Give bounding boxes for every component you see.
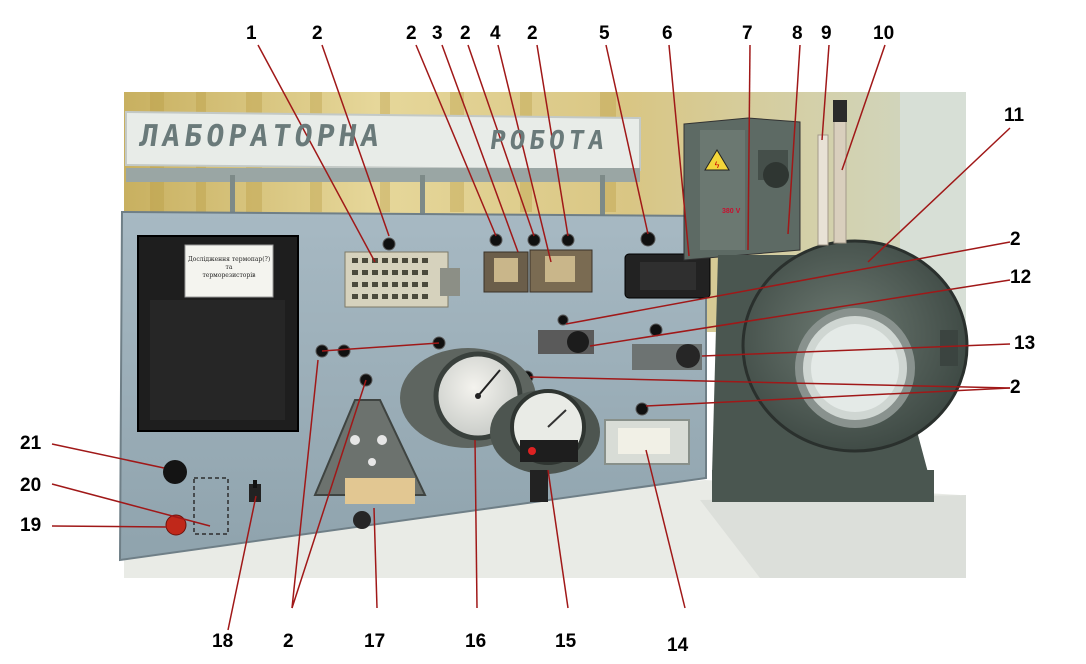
callout-3: 3 (432, 23, 443, 44)
card-line-1: Дослідження термопар(?) (187, 256, 271, 263)
callout-2-right-b: 2 (1010, 377, 1021, 398)
callout-7: 7 (742, 23, 753, 44)
callout-2-top-b: 2 (460, 23, 471, 44)
svg-text:ϟ: ϟ (715, 160, 720, 170)
dashed-box-20 (193, 477, 229, 535)
furnace-drum (712, 239, 969, 500)
callout-13: 13 (1014, 333, 1036, 354)
tubes-9-10 (817, 100, 847, 246)
callout-11: 11 (1004, 105, 1025, 126)
callout-9: 9 (821, 23, 832, 44)
callout-21: 21 (20, 433, 42, 454)
gauge-15 (490, 389, 600, 502)
recorder-card (184, 244, 274, 298)
button-21 (163, 460, 187, 484)
card-line-2: та (225, 263, 233, 271)
card-line-3: терморезисторів (202, 271, 256, 279)
callout-1: 1 (246, 23, 257, 44)
callout-17: 17 (364, 631, 386, 652)
callout-4: 4 (490, 23, 501, 44)
toggle-18 (249, 480, 261, 502)
sign-right-word: РОБОТА (487, 126, 611, 156)
switch-12 (538, 330, 594, 354)
sign-posts (230, 175, 605, 215)
furnace-housing: ϟ (683, 117, 801, 261)
callout-19: 19 (20, 515, 42, 536)
meter-14 (604, 419, 690, 465)
callout-5: 5 (599, 23, 610, 44)
callout-15: 15 (555, 631, 577, 652)
callout-2-bottom: 2 (283, 631, 294, 652)
switch-13 (632, 344, 702, 370)
callout-14: 14 (667, 635, 689, 656)
callout-8: 8 (792, 23, 803, 44)
recorder-card-text: Дослідження термопар(?) та терморезистор… (187, 256, 271, 279)
sign-left-word: ЛАБОРАТОРНА (137, 119, 386, 154)
callout-2-top-c: 2 (527, 23, 538, 44)
leader-lines (51, 44, 1011, 631)
callout-6: 6 (662, 23, 673, 44)
callout-12: 12 (1010, 267, 1032, 288)
button-19 (165, 514, 187, 536)
callout-2-top-left: 2 (312, 23, 323, 44)
callout-18: 18 (212, 631, 234, 652)
callout-2-right-a: 2 (1010, 229, 1021, 250)
callout-20: 20 (20, 475, 42, 496)
callout-10: 10 (873, 23, 895, 44)
callout-2-top-a: 2 (406, 23, 417, 44)
furnace-base (712, 470, 934, 502)
callout-16: 16 (465, 631, 487, 652)
voltage-label: 380 V (722, 208, 741, 215)
instrument-17 (313, 399, 427, 529)
